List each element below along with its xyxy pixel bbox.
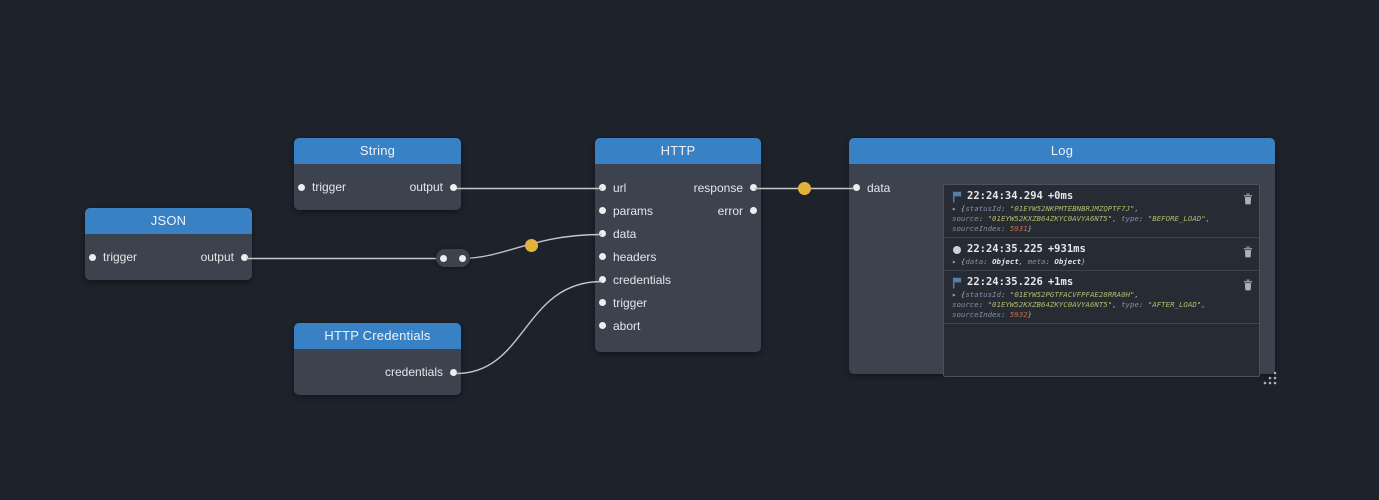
log-delta: +1ms xyxy=(1047,276,1074,288)
port-http-params[interactable] xyxy=(599,207,606,214)
port-http-error[interactable] xyxy=(750,207,757,214)
port-label-params: params xyxy=(613,203,654,218)
log-entry: 22:24:35.226 +1ms ▸ {statusId: "01EYW52P… xyxy=(944,271,1259,324)
node-log-header[interactable]: Log xyxy=(849,138,1275,164)
resize-handle[interactable] xyxy=(1262,370,1278,391)
data-packet xyxy=(525,239,538,252)
port-row-json-trigger: trigger xyxy=(85,246,137,269)
log-timestamp: 22:24:34.294 xyxy=(967,190,1043,202)
log-delta: +0ms xyxy=(1047,190,1074,202)
port-row-credentials-output: credentials xyxy=(385,361,461,384)
log-panel-empty-space xyxy=(944,324,1259,376)
port-string-output[interactable] xyxy=(450,183,457,191)
node-json[interactable]: JSON trigger output xyxy=(85,208,252,280)
flag-icon xyxy=(952,191,962,203)
junction-input-port[interactable] xyxy=(440,254,447,262)
port-log-data[interactable] xyxy=(853,184,860,191)
port-http-headers[interactable] xyxy=(599,253,606,260)
port-label-error: error xyxy=(717,203,743,218)
port-http-credentials[interactable] xyxy=(599,276,606,283)
log-timestamp: 22:24:35.225 xyxy=(967,243,1043,255)
port-label-credentials: credentials xyxy=(384,365,443,379)
log-entry-preview[interactable]: ▸ {statusId: "01EYW52PGTFACVFPFAE28RRA0H… xyxy=(952,290,1206,319)
flag-icon xyxy=(952,277,962,289)
node-string-header[interactable]: String xyxy=(294,138,461,164)
port-label-output: output xyxy=(200,250,234,264)
port-row-log-data: data xyxy=(849,176,1275,199)
trash-icon[interactable] xyxy=(1243,276,1253,295)
port-label-url: url xyxy=(613,180,627,195)
dot-icon xyxy=(952,245,962,254)
port-label-trigger: trigger xyxy=(312,180,347,194)
trash-icon[interactable] xyxy=(1243,243,1253,262)
port-http-data[interactable] xyxy=(599,230,606,237)
junction-output-port[interactable] xyxy=(459,254,466,262)
port-row-string-output: output xyxy=(410,176,461,199)
http-output-column: response error xyxy=(694,176,761,337)
data-packet xyxy=(798,182,811,195)
log-entry: 22:24:35.225 +931ms ▸ {data: Object, met… xyxy=(944,238,1259,271)
log-delta: +931ms xyxy=(1047,243,1086,255)
log-timestamp: 22:24:35.226 xyxy=(967,276,1043,288)
wire-credentials-to-http-credentials[interactable] xyxy=(455,280,603,375)
node-http[interactable]: HTTP url params data headers credentials… xyxy=(595,138,761,352)
port-json-trigger[interactable] xyxy=(89,253,96,261)
port-credentials-output[interactable] xyxy=(450,368,457,376)
port-label-response: response xyxy=(693,180,743,195)
port-http-response[interactable] xyxy=(750,184,757,191)
port-label-data: data xyxy=(613,226,637,241)
port-label-abort: abort xyxy=(613,318,641,333)
port-row-string-trigger: trigger xyxy=(294,176,346,199)
wire-junction-to-http-data[interactable] xyxy=(460,233,603,260)
node-http-header[interactable]: HTTP xyxy=(595,138,761,164)
port-http-abort[interactable] xyxy=(599,322,606,329)
node-log[interactable]: Log data 22:24:34.294 +0ms ▸ {statusId: … xyxy=(849,138,1277,385)
port-http-trigger[interactable] xyxy=(599,299,606,306)
port-label-trigger: trigger xyxy=(103,250,138,264)
log-entry: 22:24:34.294 +0ms ▸ {statusId: "01EYW52N… xyxy=(944,185,1259,238)
port-label-trigger: trigger xyxy=(613,295,648,310)
port-string-trigger[interactable] xyxy=(298,183,305,191)
log-entry-preview[interactable]: ▸ {data: Object, meta: Object} xyxy=(952,257,1086,266)
log-panel[interactable]: 22:24:34.294 +0ms ▸ {statusId: "01EYW52N… xyxy=(943,184,1260,377)
node-http-credentials-header[interactable]: HTTP Credentials xyxy=(294,323,461,349)
port-label-output: output xyxy=(409,180,443,194)
port-label-data: data xyxy=(867,180,891,195)
node-string[interactable]: String trigger output xyxy=(294,138,461,210)
http-input-column: url params data headers credentials trig… xyxy=(595,176,671,337)
node-json-header[interactable]: JSON xyxy=(85,208,252,234)
port-json-output[interactable] xyxy=(241,253,248,261)
port-row-json-output: output xyxy=(201,246,252,269)
port-label-credentials: credentials xyxy=(613,272,672,287)
node-http-credentials[interactable]: HTTP Credentials credentials xyxy=(294,323,461,395)
port-http-url[interactable] xyxy=(599,184,606,191)
trash-icon[interactable] xyxy=(1243,190,1253,209)
port-label-headers: headers xyxy=(613,249,657,264)
log-entry-preview[interactable]: ▸ {statusId: "01EYW52NKPMTEBNBRJMZQPTF7J… xyxy=(952,204,1211,233)
junction-node[interactable] xyxy=(436,249,470,267)
